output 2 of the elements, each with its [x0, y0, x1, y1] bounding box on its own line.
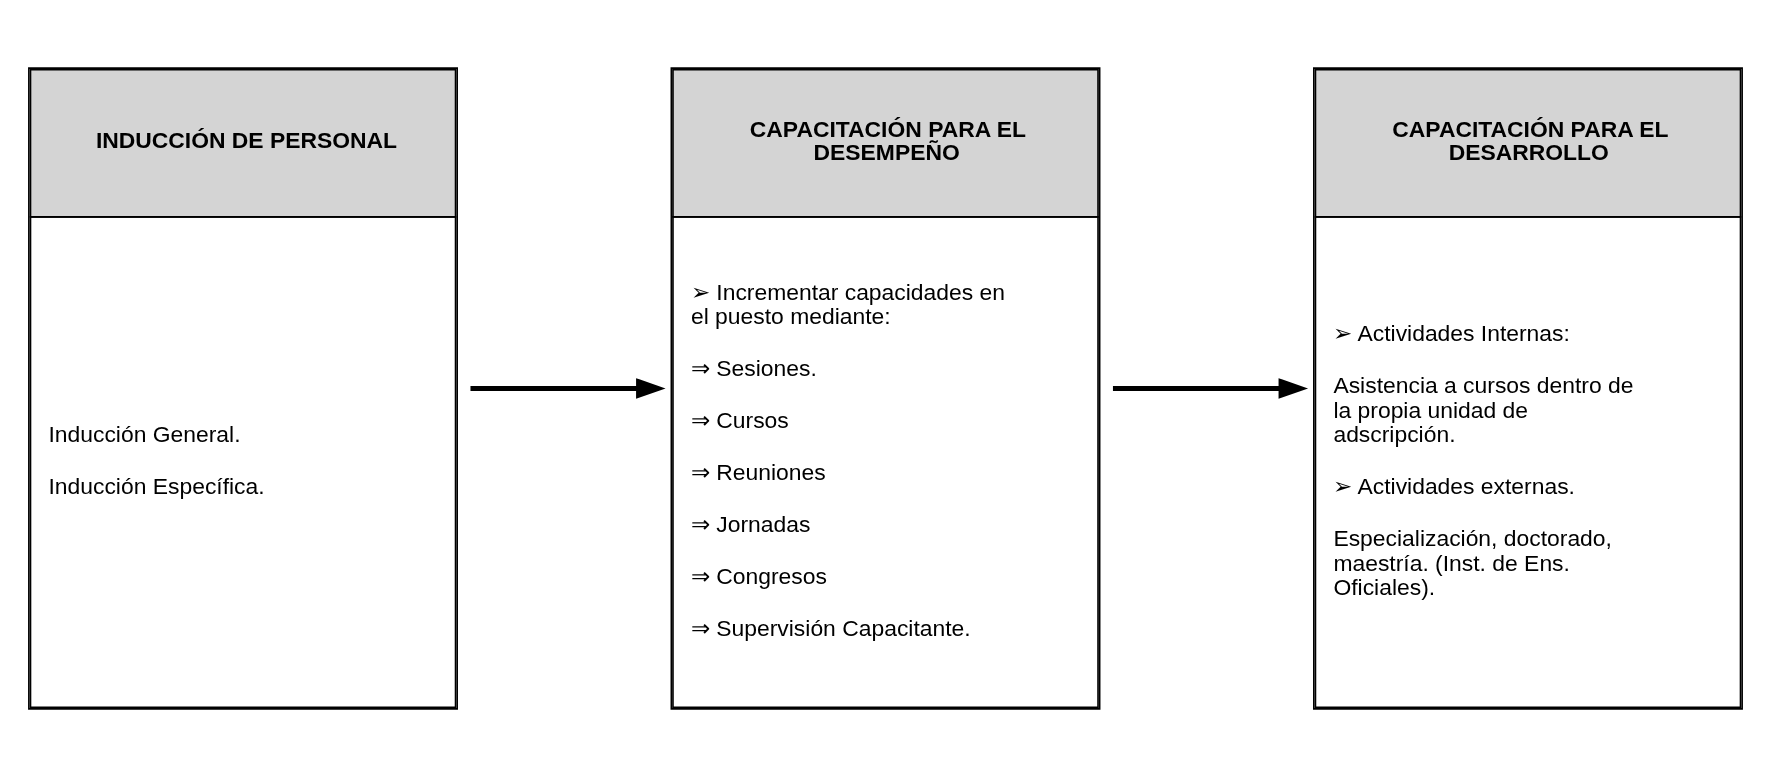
- arrow: [1112, 377, 1309, 399]
- arrow: [470, 377, 666, 399]
